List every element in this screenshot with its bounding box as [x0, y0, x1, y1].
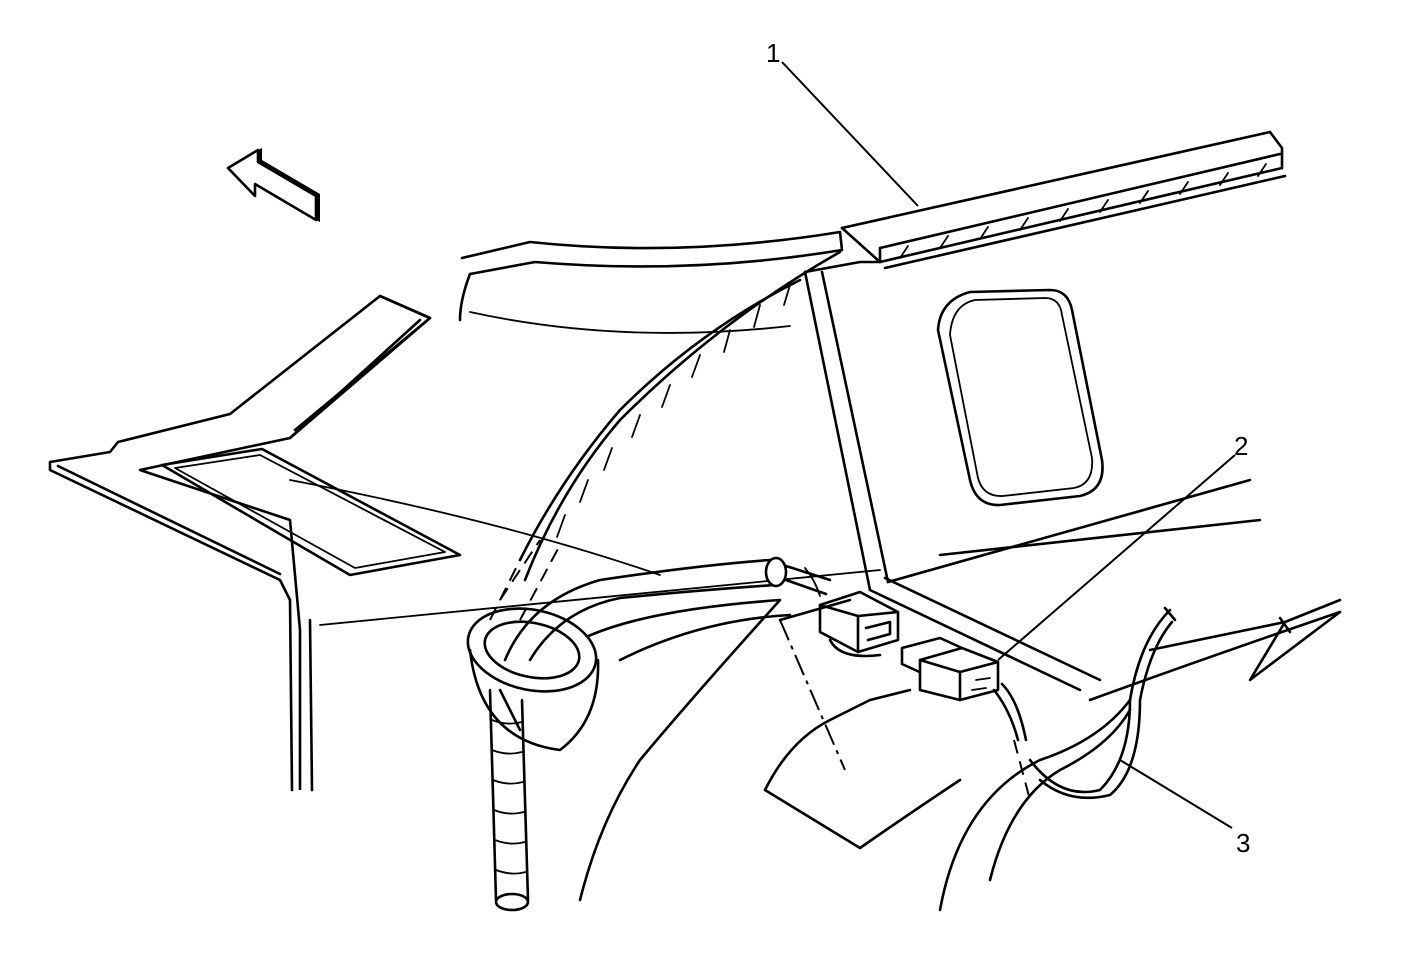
callout-3-leader — [1119, 759, 1233, 829]
hidden-lines — [489, 539, 561, 621]
ground-wire-3 — [938, 606, 1177, 912]
callout-2-leader — [997, 454, 1236, 661]
vertical-conduit — [488, 688, 530, 912]
callout-2: 2 — [1234, 431, 1248, 461]
c-pillar — [518, 250, 842, 582]
roof-rail — [840, 130, 1287, 270]
callout-3: 3 — [1236, 828, 1250, 858]
harness — [503, 556, 832, 662]
connector-2 — [818, 590, 1000, 702]
callout-1-leader — [781, 61, 919, 207]
left-shelf — [48, 294, 661, 792]
bracket — [763, 598, 962, 850]
callout-1: 1 — [766, 38, 780, 68]
direction-arrow-icon — [226, 148, 320, 222]
